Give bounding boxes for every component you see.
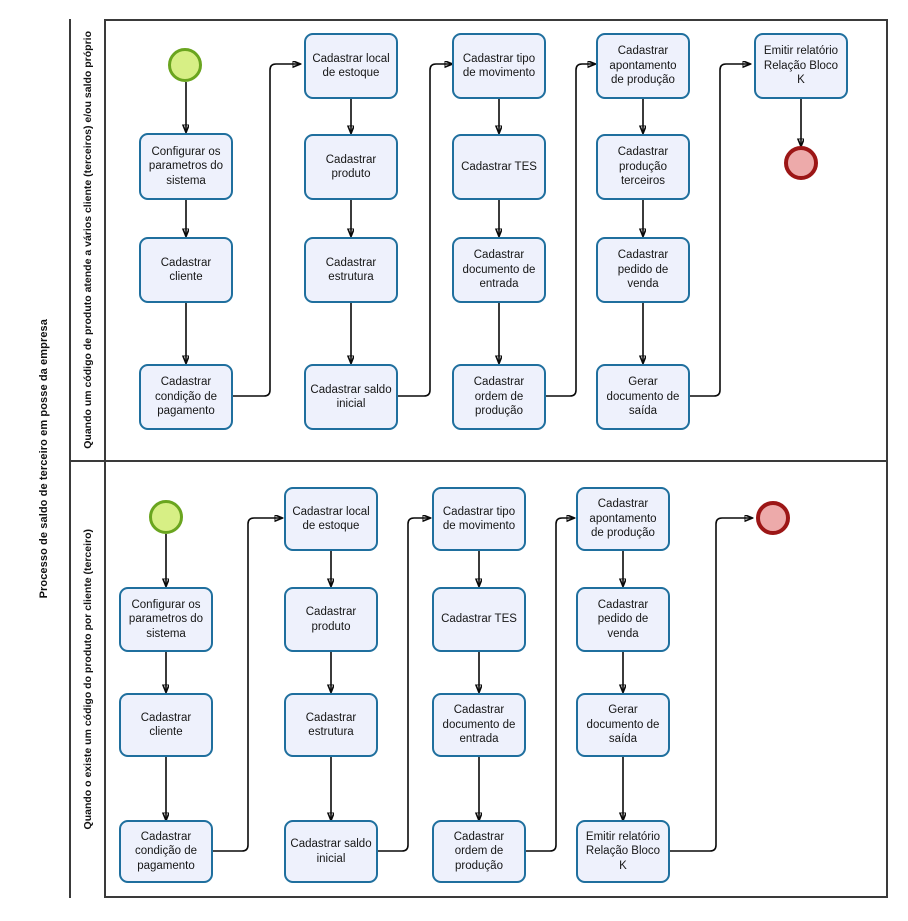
task-t10[interactable]: Cadastrar documento de entrada [452, 237, 546, 303]
task-t13[interactable]: Cadastrar produção terceiros [596, 134, 690, 200]
task-t3[interactable]: Cadastrar condição de pagamento [139, 364, 233, 430]
task-t11[interactable]: Cadastrar ordem de produção [452, 364, 546, 430]
task-b5[interactable]: Cadastrar produto [284, 587, 378, 652]
task-b9[interactable]: Cadastrar TES [432, 587, 526, 652]
task-t14[interactable]: Cadastrar pedido de venda [596, 237, 690, 303]
pool-label: Processo de saldo de terceiro em posse d… [19, 19, 71, 898]
lane-divider [71, 460, 888, 462]
task-b11[interactable]: Cadastrar ordem de produção [432, 820, 526, 883]
lane-label-top: Quando um código de produto atende a vár… [71, 19, 106, 460]
task-t6[interactable]: Cadastrar estrutura [304, 237, 398, 303]
end-event-top[interactable] [784, 146, 818, 180]
task-b10[interactable]: Cadastrar documento de entrada [432, 693, 526, 757]
task-b1[interactable]: Configurar os parametros do sistema [119, 587, 213, 652]
task-t1[interactable]: Configurar os parametros do sistema [139, 133, 233, 200]
pool-label-text: Processo de saldo de terceiro em posse d… [38, 318, 50, 599]
start-event-bottom[interactable] [149, 500, 183, 534]
task-b15[interactable]: Emitir relatório Relação Bloco K [576, 820, 670, 883]
task-t9[interactable]: Cadastrar TES [452, 134, 546, 200]
task-b13[interactable]: Cadastrar pedido de venda [576, 587, 670, 652]
task-t7[interactable]: Cadastrar saldo inicial [304, 364, 398, 430]
task-b3[interactable]: Cadastrar condição de pagamento [119, 820, 213, 883]
task-b4[interactable]: Cadastrar local de estoque [284, 487, 378, 551]
task-t4[interactable]: Cadastrar local de estoque [304, 33, 398, 99]
task-b6[interactable]: Cadastrar estrutura [284, 693, 378, 757]
end-event-bottom[interactable] [756, 501, 790, 535]
task-t8[interactable]: Cadastrar tipo de movimento [452, 33, 546, 99]
task-t16[interactable]: Emitir relatório Relação Bloco K [754, 33, 848, 99]
task-b2[interactable]: Cadastrar cliente [119, 693, 213, 757]
task-t5[interactable]: Cadastrar produto [304, 134, 398, 200]
task-b14[interactable]: Gerar documento de saída [576, 693, 670, 757]
task-t15[interactable]: Gerar documento de saída [596, 364, 690, 430]
lane-label-top-text: Quando um código de produto atende a vár… [81, 30, 94, 449]
start-event-top[interactable] [168, 48, 202, 82]
task-b7[interactable]: Cadastrar saldo inicial [284, 820, 378, 883]
task-b12[interactable]: Cadastrar apontamento de produção [576, 487, 670, 551]
lane-label-bottom: Quando o existe um código do produto por… [71, 460, 106, 898]
task-t2[interactable]: Cadastrar cliente [139, 237, 233, 303]
lane-label-bottom-text: Quando o existe um código do produto por… [81, 528, 94, 830]
task-t12[interactable]: Cadastrar apontamento de produção [596, 33, 690, 99]
task-b8[interactable]: Cadastrar tipo de movimento [432, 487, 526, 551]
